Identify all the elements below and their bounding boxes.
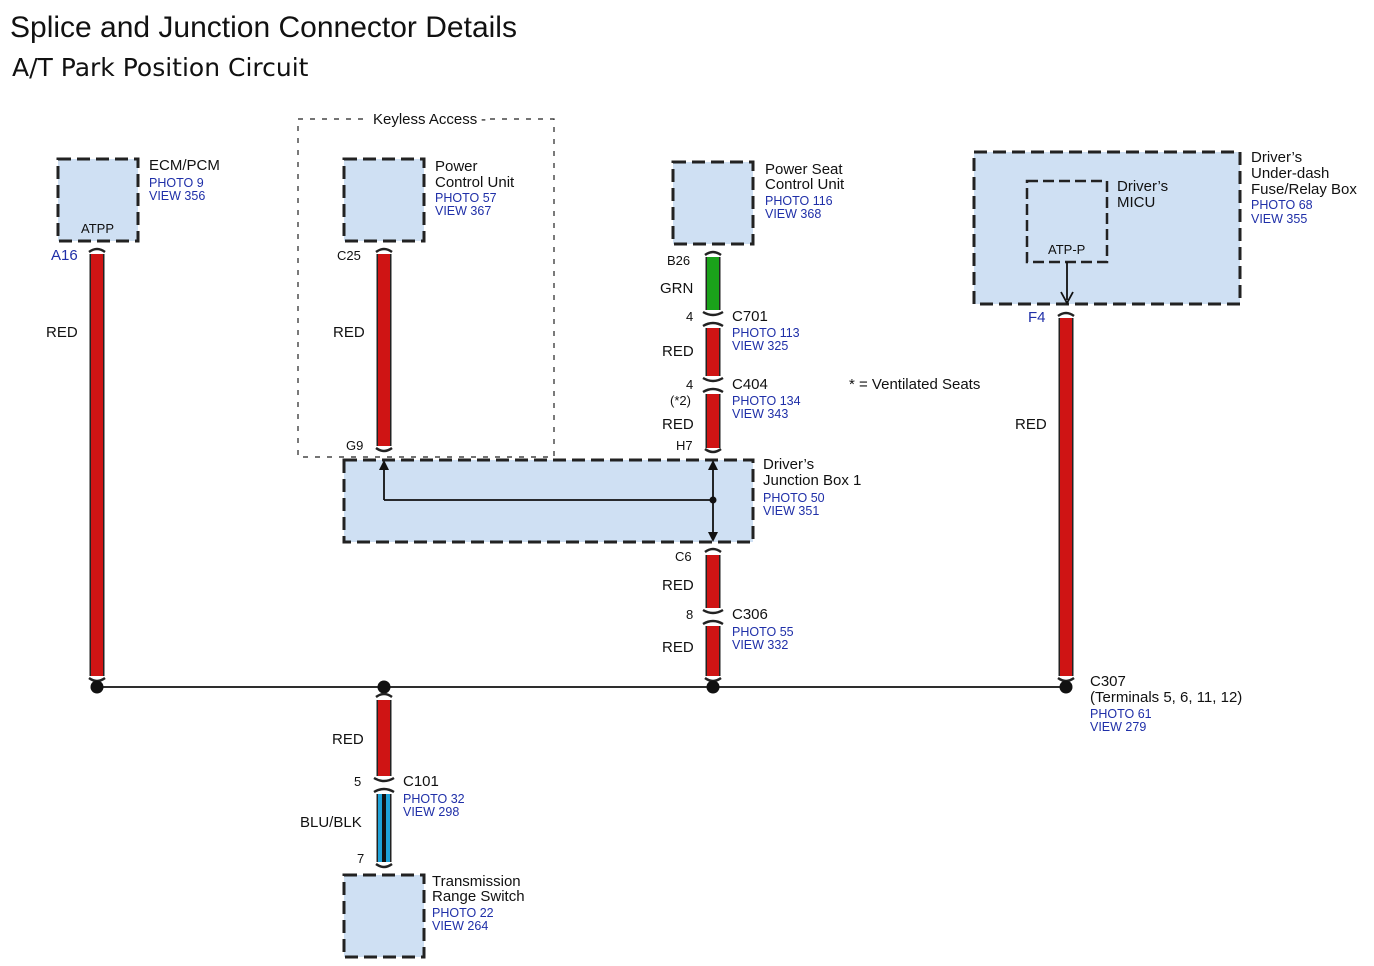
jbox-arrow-g9 [379,460,389,470]
c101-view-link[interactable]: VIEW 298 [403,805,459,819]
trs-wire-color-blublk: BLU/BLK [300,814,362,831]
pcu-name-line1: Power [435,158,478,175]
c306-connector-lower [702,619,724,626]
pscu-view-link[interactable]: VIEW 368 [765,207,821,221]
pcu-photo-link[interactable]: PHOTO 57 [435,191,497,205]
c101-pin-top: 5 [354,774,361,789]
pcu-view-link[interactable]: VIEW 367 [435,204,491,218]
fuse-box-pin-f4: F4 [1028,309,1046,326]
trs-wire-color-red: RED [332,731,364,748]
ecm-name: ECM/PCM [149,157,220,174]
c701-wire-color: RED [662,343,694,360]
c306-connector-upper [702,608,724,615]
c101-label: C101 [403,773,439,790]
c307-view-link[interactable]: VIEW 279 [1090,720,1146,734]
c101-photo-link[interactable]: PHOTO 32 [403,792,465,806]
c701-connector-lower [702,321,724,328]
f4-wire-color: RED [1015,416,1047,433]
fuse-box-view-link[interactable]: VIEW 355 [1251,212,1307,226]
c306-photo-link[interactable]: PHOTO 55 [732,625,794,639]
drivers-junction-box-1 [342,458,755,544]
c404-wire-color: RED [662,416,694,433]
ecm-pin-a16: A16 [51,247,78,264]
fuse-box-name-line2: Under-dash [1251,165,1329,182]
micu-name-line1: Driver’s [1117,178,1168,195]
ecm-wire-color: RED [46,324,78,341]
c701-photo-link[interactable]: PHOTO 113 [732,326,800,340]
jbox-photo-link[interactable]: PHOTO 50 [763,491,825,505]
pcu-name-line2: Control Unit [435,174,515,191]
transmission-range-switch-box [342,873,426,959]
fuse-box-name-line3: Fuse/Relay Box [1251,181,1357,198]
svg-text:-: - [481,111,486,128]
jbox-name-line2: Junction Box 1 [763,472,861,489]
c307-terminals: (Terminals 5, 6, 11, 12) [1090,689,1242,706]
c404-label: C404 [732,376,768,393]
pscu-pin-b26: B26 [667,253,690,268]
power-seat-control-unit-box [671,160,755,246]
splice-point-c307 [1059,680,1073,694]
ecm-pcm-box [56,157,140,243]
jbox-view-link[interactable]: VIEW 351 [763,504,819,518]
jbox-name-line1: Driver’s [763,456,814,473]
ecm-terminal-atpp: ATPP [81,221,114,236]
splice-point-trs [377,680,391,694]
keyless-access-label: Keyless Access [373,111,477,128]
pcu-pin-g9: G9 [346,438,363,453]
c101-connector-lower [373,787,395,794]
c701-label: C701 [732,308,768,325]
micu-arrow [1060,291,1074,305]
page-title: Splice and Junction Connector Details [10,11,517,44]
fuse-box-name-line1: Driver’s [1251,149,1302,166]
jbox-pin-c6: C6 [675,549,692,564]
pscu-name-line2: Control Unit [765,176,845,193]
c404-extra: (*2) [670,393,691,408]
c307-photo-link[interactable]: PHOTO 61 [1090,707,1152,721]
c701-pin: 4 [686,309,693,324]
c306-view-link[interactable]: VIEW 332 [732,638,788,652]
ecm-connector-mark [88,247,106,253]
trs-view-link[interactable]: VIEW 264 [432,919,488,933]
c306-pin: 8 [686,607,693,622]
pscu-photo-link[interactable]: PHOTO 116 [765,194,833,208]
keyless-access-group [297,118,555,458]
pcu-wire-color: RED [333,324,365,341]
power-control-unit-box [342,157,426,243]
pscu-wire-color: GRN [660,280,693,297]
trs-photo-link[interactable]: PHOTO 22 [432,906,494,920]
c101-pin-bottom: 7 [357,851,364,866]
legend-note: * = Ventilated Seats [849,376,980,393]
pcu-pin-c25: C25 [337,248,361,263]
drivers-micu-box [1025,179,1109,264]
c701-connector-upper [702,310,724,317]
jbox-arrow-c6 [708,532,718,542]
ecm-photo-link[interactable]: PHOTO 9 [149,176,204,190]
page-subtitle: A/T Park Position Circuit [12,53,309,82]
ecm-view-link[interactable]: VIEW 356 [149,189,205,203]
jbox-arrow-h7 [708,460,718,470]
c404-pin: 4 [686,377,693,392]
micu-name-line2: MICU [1117,194,1155,211]
c6-wire-color: RED [662,577,694,594]
splice-point-c306 [706,680,720,694]
c404-connector-lower [702,387,724,394]
jbox-pin-h7: H7 [676,438,693,453]
c404-view-link[interactable]: VIEW 343 [732,407,788,421]
c306-wire-color: RED [662,639,694,656]
trs-name-line2: Range Switch [432,888,525,905]
trs-name-line1: Transmission [432,873,521,890]
splice-point-ecm [90,680,104,694]
c101-connector-upper [373,776,395,783]
c404-connector-upper [702,376,724,383]
c307-label: C307 [1090,673,1126,690]
c306-label: C306 [732,606,768,623]
micu-terminal-atpp: ATP-P [1048,242,1085,257]
c701-view-link[interactable]: VIEW 325 [732,339,788,353]
fuse-box-photo-link[interactable]: PHOTO 68 [1251,198,1313,212]
pscu-name-line1: Power Seat [765,161,843,178]
c404-photo-link[interactable]: PHOTO 134 [732,394,801,408]
